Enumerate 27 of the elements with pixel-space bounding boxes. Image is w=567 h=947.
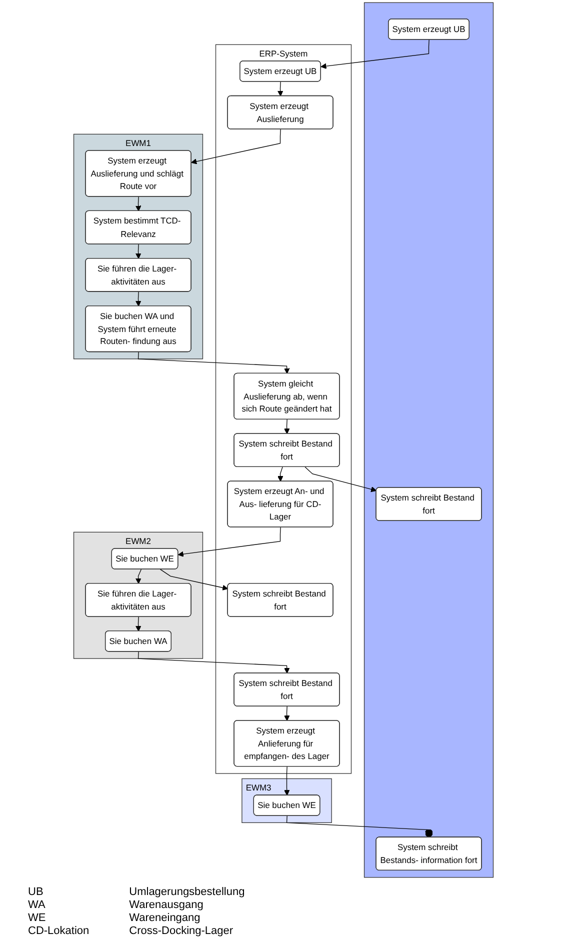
arrow [135,292,142,306]
arrow [160,568,228,590]
abbreviation-text: WE [28,912,47,924]
arrow [277,81,284,96]
arrow [135,244,142,259]
arrow [284,706,290,721]
arrow [304,466,377,492]
arrow [284,766,290,796]
connector [286,816,433,838]
definition-text: Warenausgang [129,899,204,911]
definition-text: Umlagerungsbestellung [129,886,245,898]
arrow [138,651,290,674]
abbreviation-text: WA [28,899,46,911]
arrow [320,39,430,69]
arrow [178,526,281,557]
abbreviation-text: UB [28,886,44,898]
arrow [277,466,284,482]
abbreviation-text: CD-Lokation [28,925,90,937]
cluster [364,2,494,878]
arrow [135,196,142,212]
definition-text: Cross-Docking-Lager [129,925,234,937]
arrow [135,568,142,584]
arrow [138,352,290,374]
arrow [135,616,142,632]
arrow [191,128,281,164]
definition-text: Wareneingang [129,912,202,924]
arrow [284,419,290,434]
